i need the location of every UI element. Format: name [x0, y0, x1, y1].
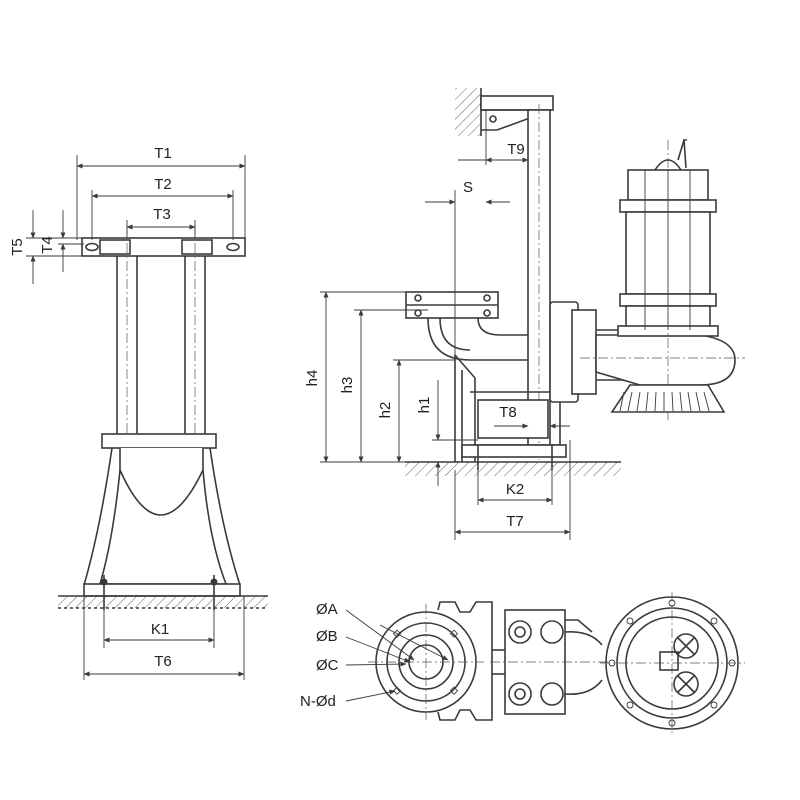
pedestal-neck — [119, 448, 204, 516]
top-view — [368, 592, 745, 735]
dim-label-T7: T7 — [506, 513, 524, 530]
pump-volute — [595, 334, 736, 386]
dim-label-T3: T3 — [153, 206, 171, 223]
bolt-hole — [226, 242, 240, 252]
dim-label-h2: h2 — [377, 402, 394, 419]
ground-hatch — [58, 596, 268, 608]
cable-gland — [673, 671, 699, 697]
discharge-elbow — [427, 317, 528, 361]
dim-label-T1: T1 — [154, 145, 172, 162]
dim-label-h3: h3 — [339, 377, 356, 394]
guide-rails — [116, 225, 206, 440]
dim-label-dC: ØC — [316, 657, 339, 674]
lifting-eye — [654, 159, 682, 171]
inlet-strainer — [610, 384, 726, 413]
wall-hatch — [455, 88, 481, 136]
front-dimensions: T1 T2 T3 T5 T4 K1 T6 — [9, 145, 246, 680]
dim-label-K2: K2 — [506, 481, 524, 498]
upper-bracket — [480, 95, 554, 111]
dim-label-T5: T5 — [9, 238, 26, 256]
dim-label-dA: ØA — [316, 601, 338, 618]
side-dimensions: T9 S h4 h3 h2 h1 T8 K2 — [304, 110, 571, 540]
top-dimensions: ØA ØB ØC N-Ød — [300, 601, 449, 710]
mount-bracket — [437, 601, 493, 721]
dim-label-K1: K1 — [151, 621, 169, 638]
dim-label-T9: T9 — [507, 141, 525, 158]
dim-label-T6: T6 — [154, 653, 172, 670]
dim-label-T2: T2 — [154, 176, 172, 193]
dim-label-T8: T8 — [499, 404, 517, 421]
dim-label-T4: T4 — [39, 236, 56, 254]
bolt-hole — [85, 242, 99, 252]
dim-label-S: S — [463, 179, 473, 196]
front-lower-flange — [101, 433, 217, 449]
dim-label-h1: h1 — [416, 397, 433, 414]
pump-top-terminal — [659, 651, 679, 671]
dim-label-h4: h4 — [304, 370, 321, 387]
dim-label-dB: ØB — [316, 628, 338, 645]
front-view — [58, 225, 268, 610]
floor-hatch — [405, 462, 621, 476]
dim-label-Nd: N-Ød — [300, 693, 336, 710]
side-view — [405, 88, 745, 476]
cable-gland — [673, 633, 699, 659]
